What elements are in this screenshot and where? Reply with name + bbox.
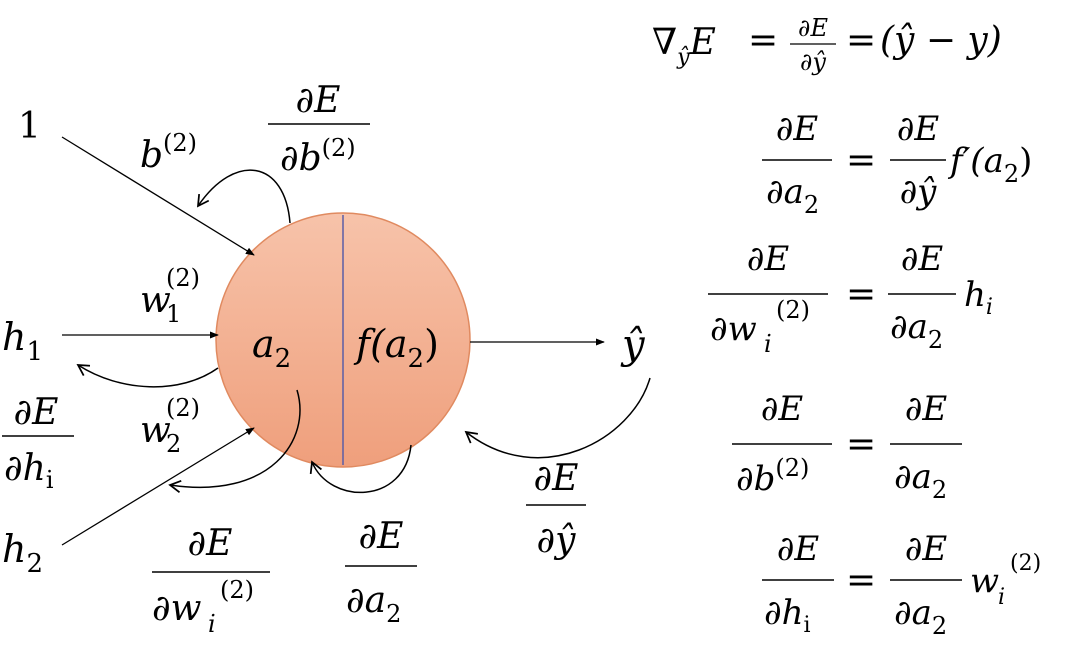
svg-text:f′(a2): f′(a2) [947, 141, 1032, 188]
svg-text:∂E: ∂E [897, 109, 940, 149]
svg-text:∂ŷ: ∂ŷ [800, 48, 826, 76]
weight1-label: w1(2) [140, 264, 200, 328]
svg-text:∂a2: ∂a2 [890, 307, 943, 354]
grad-a-fraction: ∂E ∂a2 [345, 516, 417, 628]
output-label: ŷ [620, 322, 646, 368]
svg-text:∂wi(2): ∂wi(2) [710, 296, 810, 358]
svg-text:=: = [846, 560, 876, 601]
svg-text:=: = [846, 140, 876, 181]
grad-bias-fraction: ∂E ∂b(2) [268, 80, 370, 179]
svg-text:∂E: ∂E [905, 529, 948, 569]
svg-text:∂E: ∂E [776, 109, 819, 149]
grad-to-h1-curve [76, 364, 219, 388]
svg-text:∂E: ∂E [14, 392, 59, 433]
svg-text:∂E: ∂E [747, 239, 790, 279]
svg-text:∂E: ∂E [798, 14, 828, 42]
equations-panel: ∇ŷE = ∂E ∂ŷ = (ŷ − y) ∂E ∂a2 = ∂E ∂ŷ f′(… [652, 14, 1041, 640]
svg-text:=: = [846, 20, 876, 61]
equation-bias-gradient: ∂E ∂b(2) = ∂E ∂a2 [732, 389, 962, 504]
activation-label: a2 [252, 322, 291, 374]
svg-text:∇ŷE: ∇ŷE [652, 22, 716, 70]
input-labels: 1 b(2) h1 w1(2) w2(2) h2 ŷ [2, 106, 646, 579]
svg-text:∂b(2): ∂b(2) [736, 454, 809, 499]
equation-activation-gradient: ∂E ∂a2 = ∂E ∂ŷ f′(a2) [762, 109, 1032, 219]
svg-text:∂a2: ∂a2 [894, 593, 947, 640]
neuron-node: a2 f(a2) [215, 212, 471, 468]
svg-text:(ŷ − y): (ŷ − y) [880, 20, 1002, 61]
svg-text:∂E: ∂E [901, 239, 944, 279]
svg-text:=: = [748, 20, 778, 61]
bias-arrow [61, 136, 255, 256]
svg-text:∂a2: ∂a2 [894, 457, 947, 504]
svg-text:∂hi: ∂hi [4, 448, 54, 494]
svg-text:∂ŷ: ∂ŷ [537, 520, 577, 561]
svg-text:∂wi(2): ∂wi(2) [152, 576, 254, 638]
svg-text:∂a2: ∂a2 [766, 172, 819, 219]
grad-y-fraction: ∂E ∂ŷ [526, 458, 586, 561]
backward-gradients [76, 169, 651, 494]
svg-text:∂E: ∂E [777, 529, 820, 569]
grad-to-a2-curve [309, 444, 412, 494]
grad-to-w2-curve [168, 389, 301, 494]
svg-text:∂a2: ∂a2 [346, 580, 401, 628]
equation-input-gradient: ∂E ∂hi = ∂E ∂a2 wi(2) [762, 529, 1041, 640]
input2-arrow [61, 427, 255, 546]
svg-text:∂E: ∂E [188, 523, 233, 564]
svg-text:∂E: ∂E [359, 516, 404, 557]
forward-connections [61, 136, 605, 546]
svg-text:wi(2): wi(2) [970, 551, 1041, 610]
svg-text:∂E: ∂E [905, 389, 948, 429]
svg-text:∂E: ∂E [761, 389, 804, 429]
bias-input-label: 1 [18, 106, 41, 147]
svg-text:∂hi: ∂hi [764, 593, 811, 638]
grad-to-bias-curve [196, 169, 291, 224]
bias-weight-label: b(2) [140, 129, 197, 176]
svg-text:hi: hi [964, 275, 993, 320]
equation-output-gradient: ∇ŷE = ∂E ∂ŷ = (ŷ − y) [652, 14, 1002, 76]
svg-text:=: = [846, 274, 876, 315]
svg-text:∂E: ∂E [534, 458, 579, 499]
svg-text:=: = [846, 424, 876, 465]
grad-h-fraction: ∂E ∂hi [2, 392, 74, 494]
svg-text:∂E: ∂E [296, 80, 341, 121]
svg-text:∂ŷ: ∂ŷ [900, 172, 938, 212]
input2-label: h2 [2, 527, 43, 579]
grad-from-output-curve [464, 377, 651, 459]
function-label: f(a2) [353, 322, 439, 374]
input1-label: h1 [2, 315, 43, 367]
weight2-label: w2(2) [140, 394, 200, 458]
svg-text:∂b(2): ∂b(2) [280, 134, 356, 179]
